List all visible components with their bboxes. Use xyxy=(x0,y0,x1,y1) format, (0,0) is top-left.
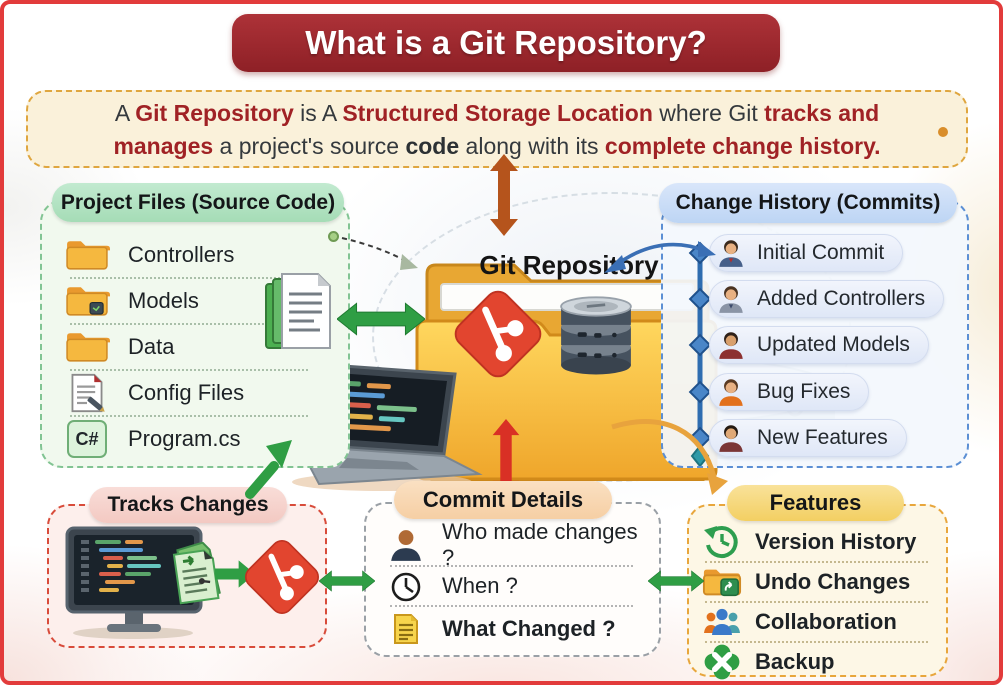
monitor-illustration xyxy=(63,526,205,640)
commit-details-panel: Who made changes ? When ? What Changed ? xyxy=(364,502,661,657)
feature-label: Version History xyxy=(755,529,917,554)
avatar-icon xyxy=(719,286,743,313)
avatar-icon xyxy=(719,379,743,406)
commit-details-header: Commit Details xyxy=(394,481,612,519)
list-item: Config Files xyxy=(42,370,348,417)
list-item: New Features xyxy=(709,419,907,457)
list-item: Models xyxy=(42,278,348,325)
folder-model-icon xyxy=(64,281,110,321)
commit-timeline xyxy=(688,241,712,466)
arrow-files-to-repo xyxy=(337,300,425,338)
arrow-commit-details-to-features xyxy=(648,564,704,598)
commit-detail-label: Who made changes ? xyxy=(442,519,638,570)
arrow-repo-to-commit-details xyxy=(492,419,520,497)
commit-label: Updated Models xyxy=(757,333,910,356)
avatar-icon xyxy=(719,332,743,359)
change-history-panel: Initial Commit Added Controllers Updated… xyxy=(661,200,969,468)
list-item: Controllers xyxy=(42,232,348,279)
avatar-icon xyxy=(719,425,743,452)
project-files-header: Project Files (Source Code) xyxy=(52,183,344,222)
list-item: Version History xyxy=(689,522,946,563)
folder-icon xyxy=(64,327,110,367)
project-file-label: Config Files xyxy=(128,380,245,405)
features-panel: Version History Undo Changes Collaborati… xyxy=(687,504,948,680)
decorative-dot xyxy=(938,127,948,137)
git-logo-icon xyxy=(450,286,546,382)
avatar-icon xyxy=(719,240,743,267)
commit-label: Added Controllers xyxy=(757,287,926,310)
title-banner: What is a Git Repository? xyxy=(232,14,780,72)
csharp-file-icon: C# xyxy=(64,419,110,459)
document-icon xyxy=(386,611,426,647)
list-item: Data xyxy=(42,324,348,371)
arrow-intro-to-repo xyxy=(490,154,518,236)
project-file-label: Models xyxy=(128,288,199,313)
project-file-label: Program.cs xyxy=(128,426,241,451)
project-file-label: Data xyxy=(128,334,175,359)
arrow-tracks-to-commit-details xyxy=(319,564,375,598)
undo-changes-icon xyxy=(702,564,742,600)
project-file-label: Controllers xyxy=(128,242,235,267)
commit-label: Bug Fixes xyxy=(757,380,851,403)
arrow-right-icon xyxy=(215,560,255,588)
git-logo-icon xyxy=(241,536,323,618)
arrow-files-to-laptop xyxy=(236,436,296,500)
feature-label: Collaboration xyxy=(755,609,897,634)
features-header: Features xyxy=(727,485,904,521)
changed-file-icon xyxy=(167,542,223,608)
arrow-repo-to-history xyxy=(602,229,720,281)
config-file-icon xyxy=(64,373,110,413)
list-item: C# Program.cs xyxy=(42,416,348,462)
backup-icon xyxy=(702,644,742,680)
feature-label: Undo Changes xyxy=(755,569,911,594)
commit-detail-label: When ? xyxy=(442,573,518,598)
tracks-changes-panel xyxy=(47,504,327,648)
list-item: Undo Changes xyxy=(689,562,946,603)
arrow-repo-to-features xyxy=(604,409,738,499)
list-item: What Changed ? xyxy=(366,606,659,652)
feature-label: Backup xyxy=(755,649,835,674)
list-item: Added Controllers xyxy=(709,280,945,318)
list-item: Bug Fixes xyxy=(709,373,870,411)
clock-icon xyxy=(386,568,426,604)
page-title: What is a Git Repository? xyxy=(305,24,707,61)
commit-detail-label: What Changed ? xyxy=(442,616,616,641)
list-item: Backup xyxy=(689,642,946,681)
intro-text: A Git Repository is A Structured Storage… xyxy=(113,100,881,159)
connector-start-dot xyxy=(328,231,339,242)
list-item: Who made changes ? xyxy=(366,519,659,570)
folder-icon xyxy=(64,235,110,275)
list-item: Updated Models xyxy=(709,326,929,364)
commit-label: Initial Commit xyxy=(757,241,885,264)
documents-stack-icon xyxy=(262,270,336,356)
list-item: Initial Commit xyxy=(709,234,904,272)
version-history-icon xyxy=(702,524,742,560)
change-history-header: Change History (Commits) xyxy=(659,183,957,223)
list-item: Collaboration xyxy=(689,602,946,643)
database-icon xyxy=(550,290,642,380)
list-item: When ? xyxy=(366,566,659,607)
connector-files-to-folder xyxy=(332,230,424,278)
person-icon xyxy=(386,527,426,563)
commit-label: New Features xyxy=(757,426,888,449)
collaboration-icon xyxy=(702,604,742,640)
